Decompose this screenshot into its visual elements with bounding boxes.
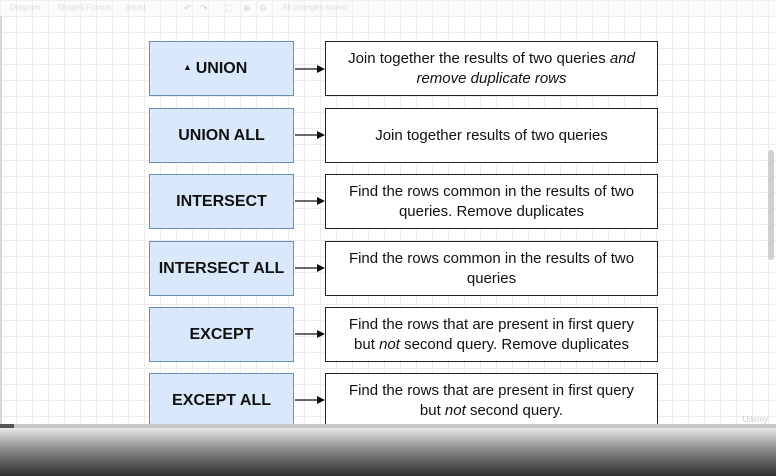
- video-player-bar: [0, 428, 776, 476]
- toolbar-menu-insert[interactable]: Insert: [126, 3, 147, 12]
- operator-label: INTERSECT: [176, 192, 267, 210]
- operator-label: UNION: [195, 59, 248, 77]
- description-emphasis: remove duplicate rows: [416, 69, 567, 87]
- video-progress-fill: [0, 424, 14, 428]
- save-status: All changes saved: [282, 3, 347, 12]
- description-text: second query. Remove duplicates: [404, 335, 629, 353]
- fit-page-icon[interactable]: ⛶: [226, 3, 233, 13]
- operator-except[interactable]: EXCEPT: [149, 307, 294, 362]
- description-text: Find the rows common in the results of t…: [348, 249, 635, 267]
- operator-label: UNION ALL: [178, 126, 265, 144]
- description-emphasis: and: [609, 49, 635, 67]
- description-emphasis: not: [379, 335, 400, 353]
- window-left-edge: [0, 16, 2, 428]
- description-text: but: [419, 401, 441, 419]
- description-text: Join together results of two queries: [375, 126, 608, 144]
- zoom-out-icon[interactable]: ⊖: [259, 3, 267, 13]
- arrow-right-icon: [295, 330, 325, 338]
- description-union[interactable]: Join together the results of two queries…: [325, 41, 658, 96]
- description-text: Join together the results of two queries: [348, 49, 606, 67]
- description-except-all[interactable]: Find the rows that are present in first …: [325, 373, 658, 428]
- arrow-right-icon: [295, 131, 325, 139]
- toolbar-menu-diagram[interactable]: Diagram: [10, 3, 41, 12]
- description-text: queries: [466, 269, 517, 287]
- operator-label: EXCEPT: [189, 325, 254, 343]
- toolbar-menu-shapes[interactable]: Shapes: [57, 3, 85, 12]
- description-intersect[interactable]: Find the rows common in the results of t…: [325, 174, 658, 229]
- arrow-right-icon: [295, 396, 325, 404]
- mouse-cursor-icon: ▲: [183, 62, 192, 72]
- arrow-right-icon: [295, 264, 325, 272]
- operator-except-all[interactable]: EXCEPT ALL: [149, 373, 294, 428]
- description-except[interactable]: Find the rows that are present in first …: [325, 307, 658, 362]
- arrow-right-icon: [295, 197, 325, 205]
- description-text: queries. Remove duplicates: [398, 202, 585, 220]
- video-progress-track[interactable]: [0, 424, 776, 428]
- operator-union-all[interactable]: UNION ALL: [149, 108, 294, 163]
- zoom-in-icon[interactable]: ⊕: [243, 3, 251, 13]
- operator-label: EXCEPT ALL: [172, 391, 271, 409]
- description-text: Find the rows common in the results of t…: [348, 182, 635, 200]
- operator-intersect[interactable]: INTERSECT: [149, 174, 294, 229]
- description-intersect-all[interactable]: Find the rows common in the results of t…: [325, 241, 658, 296]
- description-text: second query.: [469, 401, 564, 419]
- watermark: Udemy: [742, 415, 768, 424]
- toolbar-menu-format[interactable]: Format: [86, 3, 112, 12]
- toolbar: Diagram Shapes Format Insert ↶ ↷ ⛶ ⊕ ⊖ A…: [0, 0, 776, 17]
- operator-label: INTERSECT ALL: [158, 259, 285, 277]
- description-text: Find the rows that are present in first …: [348, 315, 635, 333]
- description-text: Find the rows that are present in first …: [348, 381, 635, 399]
- vertical-scrollbar[interactable]: [768, 150, 774, 260]
- description-union-all[interactable]: Join together results of two queries: [325, 108, 658, 163]
- redo-icon[interactable]: ↷: [200, 3, 208, 13]
- arrow-right-icon: [295, 65, 325, 73]
- operator-union[interactable]: UNION: [149, 41, 294, 96]
- description-emphasis: not: [444, 401, 466, 419]
- description-text: but: [354, 335, 375, 353]
- undo-icon[interactable]: ↶: [184, 3, 192, 13]
- operator-intersect-all[interactable]: INTERSECT ALL: [149, 241, 294, 296]
